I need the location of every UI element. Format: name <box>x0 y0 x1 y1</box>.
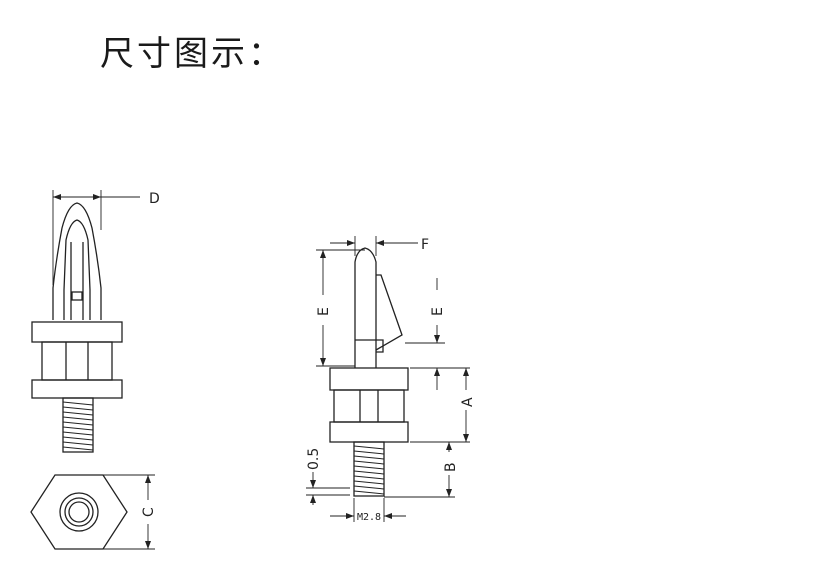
snap-tip <box>52 202 102 320</box>
label-d: D <box>149 191 160 207</box>
front-view: D <box>31 190 160 453</box>
dimension-f <box>330 236 418 256</box>
label-c: C <box>141 507 157 517</box>
side-view: F E E <box>306 236 476 523</box>
threaded-stud <box>62 397 94 453</box>
label-gap: 0.5 <box>306 448 322 470</box>
label-b: B <box>443 462 459 472</box>
label-f: F <box>421 237 429 253</box>
dimension-thread <box>330 498 406 522</box>
snap-post <box>354 247 403 368</box>
dimension-e-latch <box>405 278 445 344</box>
top-view <box>30 474 155 550</box>
side-lower-flange <box>329 421 409 443</box>
side-upper-flange <box>329 367 409 391</box>
dimension-d <box>52 190 140 285</box>
side-hex-body <box>333 389 405 423</box>
upper-flange <box>31 321 123 343</box>
label-a: A <box>460 397 476 407</box>
page-title: 尺寸图示： <box>100 34 285 74</box>
label-e-main: E <box>316 307 332 316</box>
dimension-e-main <box>316 249 365 367</box>
dimension-gap <box>306 472 350 505</box>
side-threaded-stud <box>353 441 385 497</box>
dimension-a-b <box>384 367 470 498</box>
hex-body <box>41 341 113 381</box>
label-e-latch: E <box>430 307 446 316</box>
lower-flange <box>31 379 123 399</box>
label-thread: M2.8 <box>357 512 381 523</box>
